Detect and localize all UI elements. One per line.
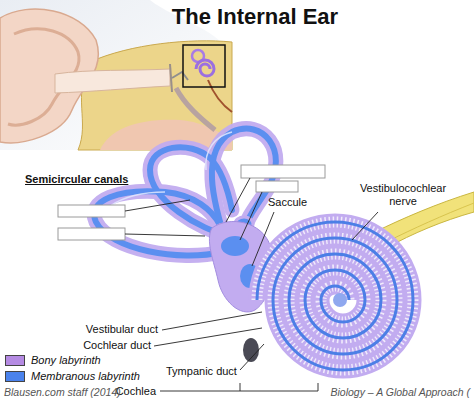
temporal-bone — [78, 41, 232, 150]
label-box: Semicircular canals — [25, 173, 128, 186]
leader-line — [252, 212, 274, 266]
leader-line — [162, 312, 262, 330]
label-box: Cochlear duct — [83, 339, 151, 352]
blank-label-box — [241, 165, 325, 178]
leader-line — [352, 212, 378, 240]
part-label: Saccule — [268, 196, 307, 208]
legend-swatch — [5, 355, 25, 366]
part-label: Vestibulocochlear nerve — [360, 182, 446, 207]
auditory-tube — [176, 88, 215, 130]
title-box: The Internal Ear — [120, 3, 390, 30]
label-box: Vestibulocochlear nerve — [348, 182, 458, 208]
eardrum — [170, 64, 172, 92]
credit-text: Biology – A Global Approach ( — [331, 386, 471, 398]
legend-swatch — [5, 371, 25, 382]
legend-text: Membranous labyrinth — [31, 370, 140, 382]
ear-canal — [55, 69, 170, 93]
leader-line — [154, 328, 262, 346]
part-label: Vestibular duct — [86, 323, 158, 335]
part-label: Semicircular canals — [25, 173, 128, 185]
diagram-title: The Internal Ear — [172, 4, 338, 29]
cochlea-small — [196, 60, 214, 76]
label-box: Saccule — [268, 196, 307, 209]
leader-line — [160, 391, 240, 392]
utricle — [221, 236, 249, 256]
leader-line — [125, 200, 190, 211]
leader-line — [240, 192, 262, 240]
legend-row: Bony labyrinth — [5, 354, 101, 367]
blank-label-box — [58, 228, 125, 240]
canal-shine — [110, 192, 165, 206]
cochlea-apex — [333, 293, 347, 307]
leader-line — [240, 344, 264, 370]
cochlea-bracket — [240, 383, 318, 391]
cochlear-duct — [257, 222, 413, 370]
ossicles — [172, 72, 188, 80]
leader-line — [125, 234, 205, 236]
leader-line — [226, 178, 250, 222]
canal-shine — [206, 132, 232, 170]
credit-text: Blausen.com staff (2014) — [4, 386, 121, 398]
label-box: Vestibular duct — [86, 323, 158, 336]
label-box: Blausen.com staff (2014) — [4, 386, 121, 399]
part-label: Cochlea — [116, 385, 156, 397]
label-box: Cochlea — [116, 385, 156, 398]
legend-text: Bony labyrinth — [31, 354, 101, 366]
label-box: Biology – A Global Approach ( — [331, 386, 471, 399]
label-box: Tympanic duct — [166, 365, 237, 378]
part-label: Cochlear duct — [83, 339, 151, 351]
blank-label-box — [256, 181, 298, 192]
part-label: Tympanic duct — [166, 365, 237, 377]
cochlea-stripes — [257, 222, 413, 370]
nerve-small — [208, 80, 232, 112]
blank-label-box — [58, 205, 125, 217]
cochlea-bony — [257, 222, 413, 370]
legend-row: Membranous labyrinth — [5, 370, 140, 383]
zoom-box — [183, 45, 225, 87]
